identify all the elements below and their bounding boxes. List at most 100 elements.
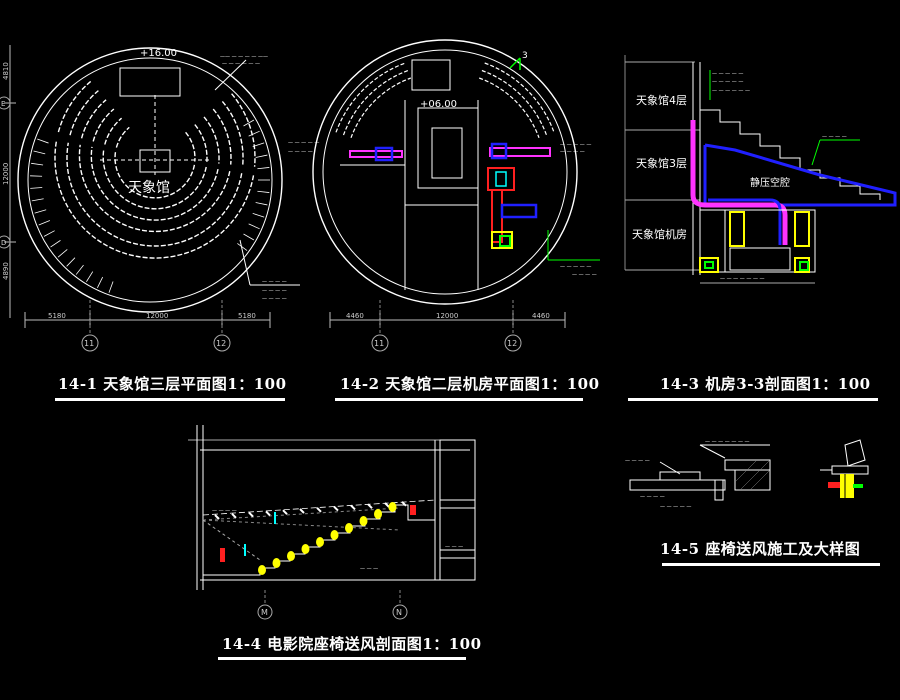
seat-air-outlet <box>388 502 397 512</box>
svg-text:— — — — —: — — — — — <box>660 504 691 510</box>
stair-tread <box>97 276 104 289</box>
stair-tread <box>255 202 268 206</box>
seat-row-arc <box>231 93 256 167</box>
upper-seat-mark <box>350 504 356 511</box>
seat-row-arc <box>102 148 207 210</box>
svg-text:— — — — —: — — — — — <box>712 79 743 85</box>
seat-row-arc <box>57 80 92 133</box>
upper-seat-mark <box>401 501 407 507</box>
caption-fig-14-5: 14-5 座椅送风施工及大样图 <box>660 540 861 558</box>
svg-text:— — — —: — — — — <box>262 279 287 285</box>
svg-text:— — — —: — — — — <box>560 149 585 155</box>
svg-text:— — — —: — — — — <box>212 508 237 514</box>
stair-tread <box>255 154 268 158</box>
seat-row-arc <box>66 142 243 247</box>
upper-seat-mark <box>282 509 288 515</box>
plan1-dim-left-1: 4810 <box>2 62 10 80</box>
stair-tread <box>86 271 94 282</box>
seat-row-arc <box>185 131 196 162</box>
seat-row-arc <box>80 99 107 139</box>
upper-seat-mark <box>384 502 390 508</box>
plan1-dim-left-2: 12000 <box>2 163 10 185</box>
bleacher-arc <box>342 69 409 136</box>
upper-seat-mark <box>231 513 237 519</box>
svg-text:— — — —: — — — — <box>822 134 847 140</box>
upper-seat-mark <box>316 507 322 513</box>
caption-fig-14-2: 14-2 天象馆二层机房平面图1：100 <box>340 375 600 393</box>
plan-14-1-planetarium-third-floor: —— — — — — —— — — — — — — — — — — — — — … <box>4 45 300 335</box>
plan2-axis-11: 11 <box>374 339 384 348</box>
svg-text:— — — — — —: — — — — — — <box>222 61 260 67</box>
stair-tread <box>243 119 255 127</box>
caption-underline-14-4 <box>218 657 466 660</box>
upper-seat-mark <box>299 508 305 514</box>
svg-text:— — — — — —: — — — — — — <box>712 88 750 94</box>
seat-air-outlet <box>301 544 310 554</box>
bleacher-arc <box>350 77 412 139</box>
seat-air-outlet <box>316 537 324 547</box>
section-14-4-cinema-seat-supply: M N — — — — — — — — — — <box>188 425 476 620</box>
plan1-dim-left-3: 4890 <box>2 262 10 280</box>
stair-tread <box>237 243 248 251</box>
svg-text:— — — — —: — — — — — <box>560 264 591 270</box>
upper-seat-mark <box>214 514 220 520</box>
upper-seat-mark <box>333 505 339 512</box>
stair-tread <box>248 130 260 137</box>
svg-text:— — — — — — —: — — — — — — — <box>720 276 765 282</box>
stair-tread <box>57 249 68 258</box>
stair-tread <box>31 198 44 202</box>
stair-tread <box>30 187 43 189</box>
caption-underline-14-1 <box>55 398 285 401</box>
stair-tread <box>108 281 114 293</box>
floor-label-machine-room: 天象馆机房 <box>632 227 687 241</box>
stair-tread <box>33 150 46 155</box>
stair-tread <box>257 190 270 193</box>
stair-tread <box>37 138 49 144</box>
stair-tread <box>50 240 61 248</box>
svg-text:— — — —: — — — — <box>288 149 313 155</box>
seat-row-arc <box>69 90 99 136</box>
seat-row-arc <box>54 140 255 259</box>
seat-row-arc <box>78 144 231 233</box>
svg-text:— — — — —: — — — — — <box>288 140 319 146</box>
plan2-dim-bottom-1: 4460 <box>346 312 364 320</box>
svg-text:— — — — —: — — — — — <box>712 71 743 77</box>
section-14-3-machine-room: — — — — — — — 天象馆4层 天象馆3层 天象馆机房 静压空腔 — —… <box>624 55 897 284</box>
stair-tread <box>243 233 255 241</box>
svg-text:—— — — — — ——: —— — — — — —— <box>220 54 268 60</box>
seat-row-arc <box>114 150 196 199</box>
seat-air-outlet <box>272 558 281 568</box>
stair-tread <box>66 257 76 267</box>
plan2-dim-bottom-3: 4460 <box>532 312 550 320</box>
seat-air-outlet <box>374 509 382 519</box>
upper-seat-mark <box>265 510 271 517</box>
stair-tread <box>75 264 84 275</box>
plan2-axis-12: 12 <box>507 339 517 348</box>
stair-tread <box>38 220 51 226</box>
caption-fig-14-1: 14-1 天象馆三层平面图1：100 <box>58 375 287 393</box>
bleacher-arc <box>484 62 555 133</box>
svg-text:— — —: — — — <box>360 566 378 572</box>
caption-underline-14-3 <box>628 398 878 401</box>
plan1-axis-12: 12 <box>216 339 226 348</box>
stair-tread <box>252 142 265 148</box>
bleacher-arc <box>335 62 406 133</box>
plan2-dim-bottom-2: 12000 <box>436 312 458 320</box>
svg-text:— — — —: — — — — <box>572 272 597 278</box>
seat-air-outlet <box>330 530 339 540</box>
stair-tread <box>31 162 44 166</box>
caption-underline-14-5 <box>662 563 880 566</box>
svg-text:M: M <box>261 608 268 617</box>
svg-text:N: N <box>396 608 402 617</box>
seat-row-arc <box>115 126 130 148</box>
detail-14-5-seat-supply: — — — — — — — — — — — — — — — — — — — — <box>625 439 869 510</box>
plan-14-2-machine-room-plan: 3 — — — — — — — — — — — — — — — — — — — … <box>288 39 600 335</box>
upper-seat-mark <box>248 511 254 518</box>
seat-air-outlet <box>258 565 266 575</box>
caption-fig-14-3: 14-3 机房3-3剖面图1：100 <box>660 375 871 393</box>
seat-row-arc <box>92 108 115 142</box>
svg-text:— — — — —: — — — — — <box>560 142 591 148</box>
seat-row-arc <box>90 146 219 221</box>
plan1-axis-E: E <box>1 100 5 108</box>
